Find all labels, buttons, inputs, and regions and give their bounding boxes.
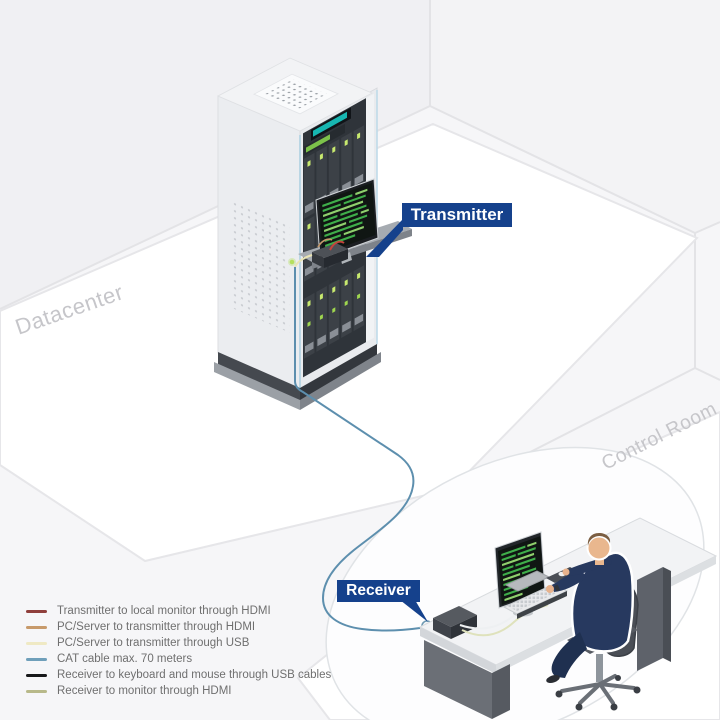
person-neck [595, 556, 604, 565]
rack-unit-led-bar [306, 134, 330, 153]
chair-wheels [555, 675, 641, 711]
legend-label: Receiver to monitor through HDMI [57, 685, 232, 697]
control-room-desk-scene [418, 517, 718, 719]
local-monitor-code [319, 182, 376, 254]
hdmi-cable-local-monitor [329, 240, 345, 251]
person-leg [551, 632, 587, 678]
rack-vent-grid [265, 79, 327, 109]
right-wall [430, 0, 720, 233]
person-hand-left [546, 585, 554, 593]
legend-label: Receiver to keyboard and mouse through U… [57, 669, 332, 681]
legend-item: CAT cable max. 70 meters [26, 653, 331, 665]
led-indicator [289, 259, 295, 265]
chair-base [560, 674, 636, 705]
rack-base [214, 344, 381, 410]
receiver-pointer [400, 600, 428, 622]
desk-side-panel [637, 567, 663, 671]
legend-label: PC/Server to transmitter through HDMI [57, 621, 256, 633]
wrist-watch [554, 584, 560, 592]
rack-display-screen [313, 111, 347, 137]
cat-cable [294, 267, 421, 632]
legend-swatch [26, 673, 47, 677]
legend-item: Receiver to monitor through HDMI [26, 685, 331, 697]
transmitter-device [312, 243, 348, 268]
transmitter-pointer [366, 219, 403, 257]
legend-swatch [26, 625, 47, 629]
legend-swatch [26, 689, 47, 693]
rack-left-face [217, 95, 301, 389]
operator-person [546, 533, 635, 683]
hdmi-cable-server [317, 238, 333, 248]
transmitter-badge: Transmitter [402, 203, 512, 227]
rack-top-cap [217, 57, 373, 132]
legend-label: PC/Server to transmitter through USB [57, 637, 250, 649]
legend-label: Transmitter to local monitor through HDM… [57, 605, 271, 617]
legend-swatch [26, 641, 47, 645]
usb-cable-server [294, 254, 313, 268]
legend: Transmitter to local monitor through HDM… [26, 605, 331, 697]
legend-swatch [26, 657, 47, 661]
receiver-badge: Receiver [337, 580, 420, 602]
legend-item: PC/Server to transmitter through USB [26, 637, 331, 649]
person-head [586, 535, 612, 561]
person-hair [587, 533, 611, 546]
desk-pedestal [424, 640, 510, 719]
legend-item: PC/Server to transmitter through HDMI [26, 621, 331, 633]
legend-item: Receiver to keyboard and mouse through U… [26, 669, 331, 681]
person-shoe [546, 675, 560, 683]
legend-item: Transmitter to local monitor through HDM… [26, 605, 331, 617]
person-hand-right [562, 568, 570, 576]
desk-side-panel-edge [663, 567, 671, 662]
legend-swatch [26, 609, 47, 613]
rack-shelf-assembly [288, 178, 412, 269]
control-monitor [494, 531, 546, 617]
legend-label: CAT cable max. 70 meters [57, 653, 193, 665]
desk-front-edge [420, 627, 496, 674]
